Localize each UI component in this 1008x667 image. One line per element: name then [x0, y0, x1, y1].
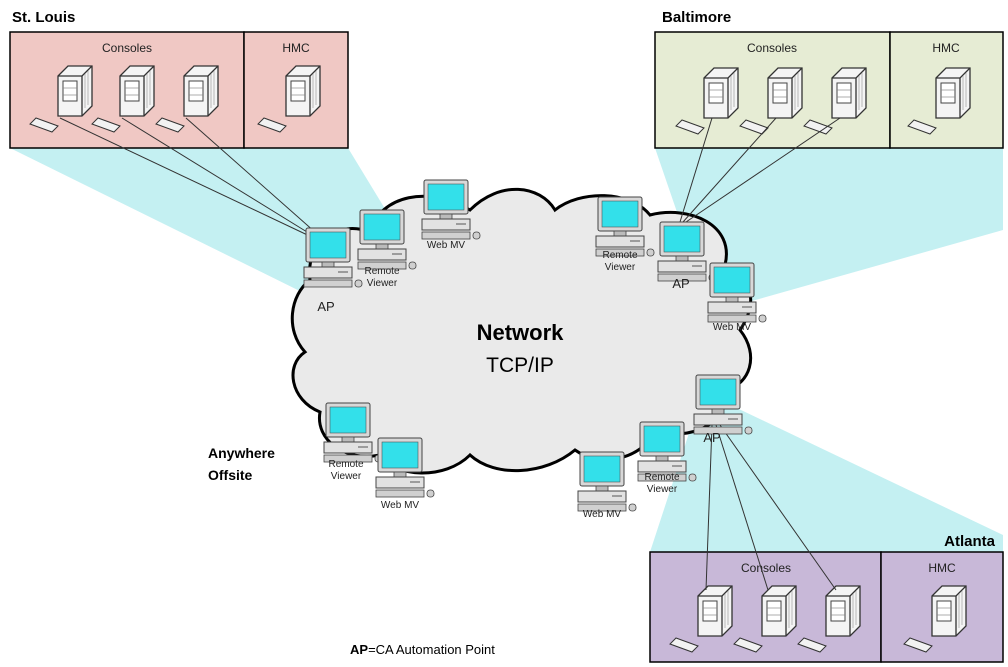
web-mv-label: Web MV	[583, 509, 621, 520]
legend: AP=CA Automation Point	[350, 642, 495, 657]
remote-viewer-label-line1: Remote	[328, 459, 363, 470]
ap-label: AP	[672, 276, 689, 291]
site-atlanta: Atlanta Consoles HMC	[649, 533, 1004, 663]
site-title-baltimore: Baltimore	[662, 9, 731, 26]
site-title-atlanta: Atlanta	[944, 533, 995, 550]
offsite-label-line2: Offsite	[208, 467, 253, 483]
remote-viewer-label-line1: Remote	[602, 250, 637, 261]
remote-viewer-label-line2: Viewer	[605, 262, 636, 273]
legend-text: =CA Automation Point	[368, 642, 495, 657]
remote-viewer-label-line1: Remote	[364, 266, 399, 277]
baltimore-consoles-label: Consoles	[747, 41, 797, 55]
remote-viewer-label-line1: Remote	[644, 472, 679, 483]
offsite-label-line1: Anywhere	[208, 445, 275, 461]
beam-atlanta	[650, 400, 1003, 552]
atlanta-consoles-label: Consoles	[741, 561, 791, 575]
stlouis-consoles-label: Consoles	[102, 41, 152, 55]
web-mv-computer-icon	[577, 451, 637, 512]
network-title: Network	[477, 320, 565, 345]
web-mv-label: Web MV	[381, 500, 419, 511]
network-subtitle: TCP/IP	[486, 354, 554, 377]
remote-viewer-label-line2: Viewer	[331, 471, 362, 482]
baltimore-hmc-label: HMC	[932, 41, 960, 55]
remote-viewer-label-line2: Viewer	[367, 278, 398, 289]
ap-label: AP	[317, 299, 334, 314]
legend-abbr: AP	[350, 642, 368, 657]
site-baltimore: Baltimore Consoles HMC	[654, 9, 1004, 149]
remote-viewer-label-line2: Viewer	[647, 484, 678, 495]
site-title-stlouis: St. Louis	[12, 9, 75, 26]
web-mv-label: Web MV	[713, 322, 751, 333]
site-stlouis: St. Louis Consoles HMC	[9, 9, 349, 149]
atlanta-hmc-label: HMC	[928, 561, 956, 575]
web-mv-label: Web MV	[427, 240, 465, 251]
ap-label: AP	[703, 430, 720, 445]
stlouis-hmc-label: HMC	[282, 41, 310, 55]
connection-lines	[59, 117, 841, 591]
